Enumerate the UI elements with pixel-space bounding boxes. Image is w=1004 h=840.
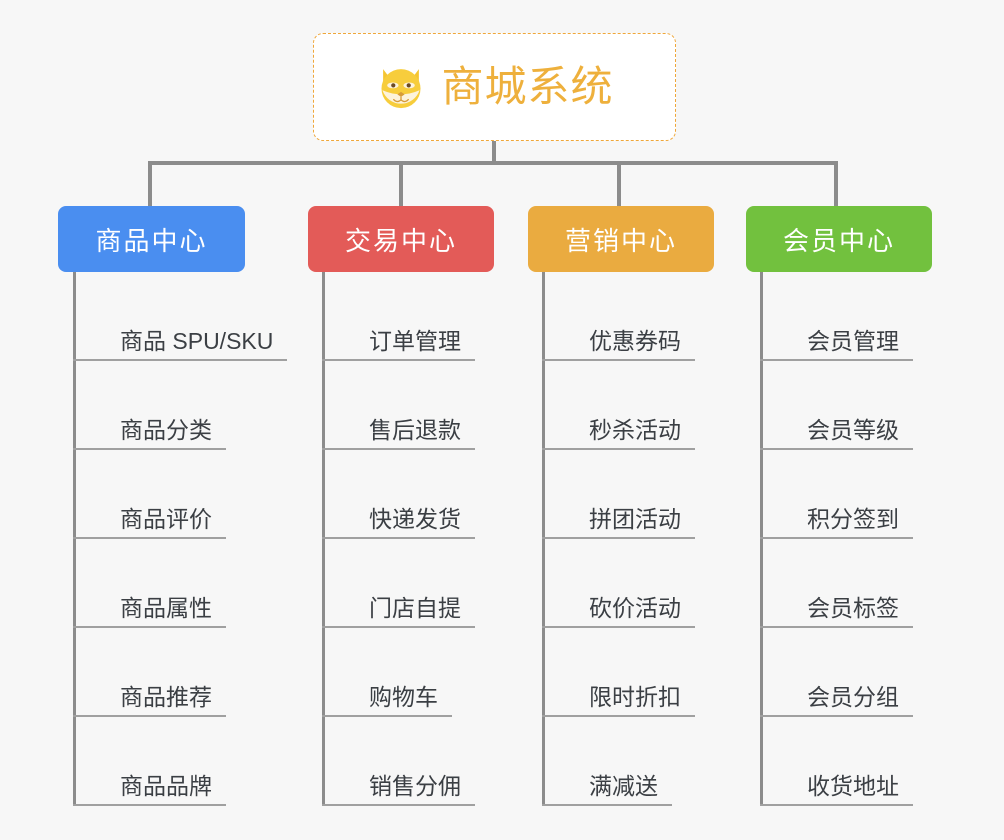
branch-column-member: 会员中心 会员管理 会员等级 积分签到 会员标签 会员分组 收货地址 [746,206,966,806]
leaf-label: 会员等级 [760,417,913,450]
connector-drop-branch-3 [617,161,621,206]
list-item[interactable]: 收货地址 [760,717,966,806]
leaf-label: 会员标签 [760,595,913,628]
leaf-label: 购物车 [322,684,452,717]
leaf-label: 秒杀活动 [542,417,695,450]
branch-column-marketing: 营销中心 优惠券码 秒杀活动 拼团活动 砍价活动 限时折扣 满减送 [528,206,748,806]
list-item[interactable]: 订单管理 [322,272,528,361]
leaf-label: 拼团活动 [542,506,695,539]
connector-drop-branch-2 [399,161,403,206]
root-node[interactable]: 商城系统 [313,33,676,141]
leaf-label: 砍价活动 [542,595,695,628]
list-item[interactable]: 砍价活动 [542,539,748,628]
leaf-label: 商品 SPU/SKU [73,328,288,361]
connector-drop-branch-1 [148,161,152,206]
list-item[interactable]: 秒杀活动 [542,361,748,450]
branch-header-product[interactable]: 商品中心 [58,206,245,272]
leaf-list-member: 会员管理 会员等级 积分签到 会员标签 会员分组 收货地址 [760,272,966,806]
leaf-label: 销售分佣 [322,773,475,806]
list-item[interactable]: 限时折扣 [542,628,748,717]
leaf-list-trade: 订单管理 售后退款 快递发货 门店自提 购物车 销售分佣 [322,272,528,806]
list-item[interactable]: 满减送 [542,717,748,806]
leaf-label: 售后退款 [322,417,475,450]
list-item[interactable]: 会员分组 [760,628,966,717]
list-item[interactable]: 购物车 [322,628,528,717]
list-item[interactable]: 会员标签 [760,539,966,628]
leaf-list-marketing: 优惠券码 秒杀活动 拼团活动 砍价活动 限时折扣 满减送 [542,272,748,806]
list-item[interactable]: 商品评价 [73,450,278,539]
leaf-label: 满减送 [542,773,672,806]
list-item[interactable]: 售后退款 [322,361,528,450]
leaf-label: 商品品牌 [73,773,226,806]
branch-header-member[interactable]: 会员中心 [746,206,932,272]
leaf-label: 快递发货 [322,506,475,539]
leaf-label: 优惠券码 [542,328,695,361]
list-item[interactable]: 商品属性 [73,539,278,628]
list-item[interactable]: 快递发货 [322,450,528,539]
connector-drop-branch-4 [834,161,838,206]
leaf-label: 订单管理 [322,328,475,361]
list-item[interactable]: 商品分类 [73,361,278,450]
list-item[interactable]: 门店自提 [322,539,528,628]
connector-horizontal-bus [148,161,838,165]
list-item[interactable]: 积分签到 [760,450,966,539]
list-item[interactable]: 商品推荐 [73,628,278,717]
leaf-list-product: 商品 SPU/SKU 商品分类 商品评价 商品属性 商品推荐 商品品牌 [73,272,288,806]
leaf-label: 门店自提 [322,595,475,628]
root-title: 商城系统 [441,63,614,110]
list-item[interactable]: 拼团活动 [542,450,748,539]
branch-header-marketing[interactable]: 营销中心 [528,206,714,272]
list-item[interactable]: 商品品牌 [73,717,278,806]
branch-column-product: 商品中心 商品 SPU/SKU 商品分类 商品评价 商品属性 商品推荐 商品品牌 [58,206,288,806]
list-item[interactable]: 会员等级 [760,361,966,450]
leaf-label: 商品推荐 [73,684,226,717]
leaf-label: 商品分类 [73,417,226,450]
list-item[interactable]: 商品 SPU/SKU [73,272,288,361]
leaf-label: 会员管理 [760,328,913,361]
leaf-label: 会员分组 [760,684,913,717]
branch-header-trade[interactable]: 交易中心 [308,206,494,272]
branch-column-trade: 交易中心 订单管理 售后退款 快递发货 门店自提 购物车 销售分佣 [308,206,528,806]
leaf-label: 限时折扣 [542,684,695,717]
leaf-label: 商品评价 [73,506,226,539]
list-item[interactable]: 会员管理 [760,272,966,361]
list-item[interactable]: 优惠券码 [542,272,748,361]
list-item[interactable]: 销售分佣 [322,717,528,806]
leaf-label: 商品属性 [73,595,226,628]
leaf-label: 积分签到 [760,506,913,539]
branch-columns: 商品中心 商品 SPU/SKU 商品分类 商品评价 商品属性 商品推荐 商品品牌… [0,206,1004,840]
leaf-label: 收货地址 [760,773,913,806]
dog-face-icon [381,69,421,110]
connector-root-stem [492,141,496,165]
